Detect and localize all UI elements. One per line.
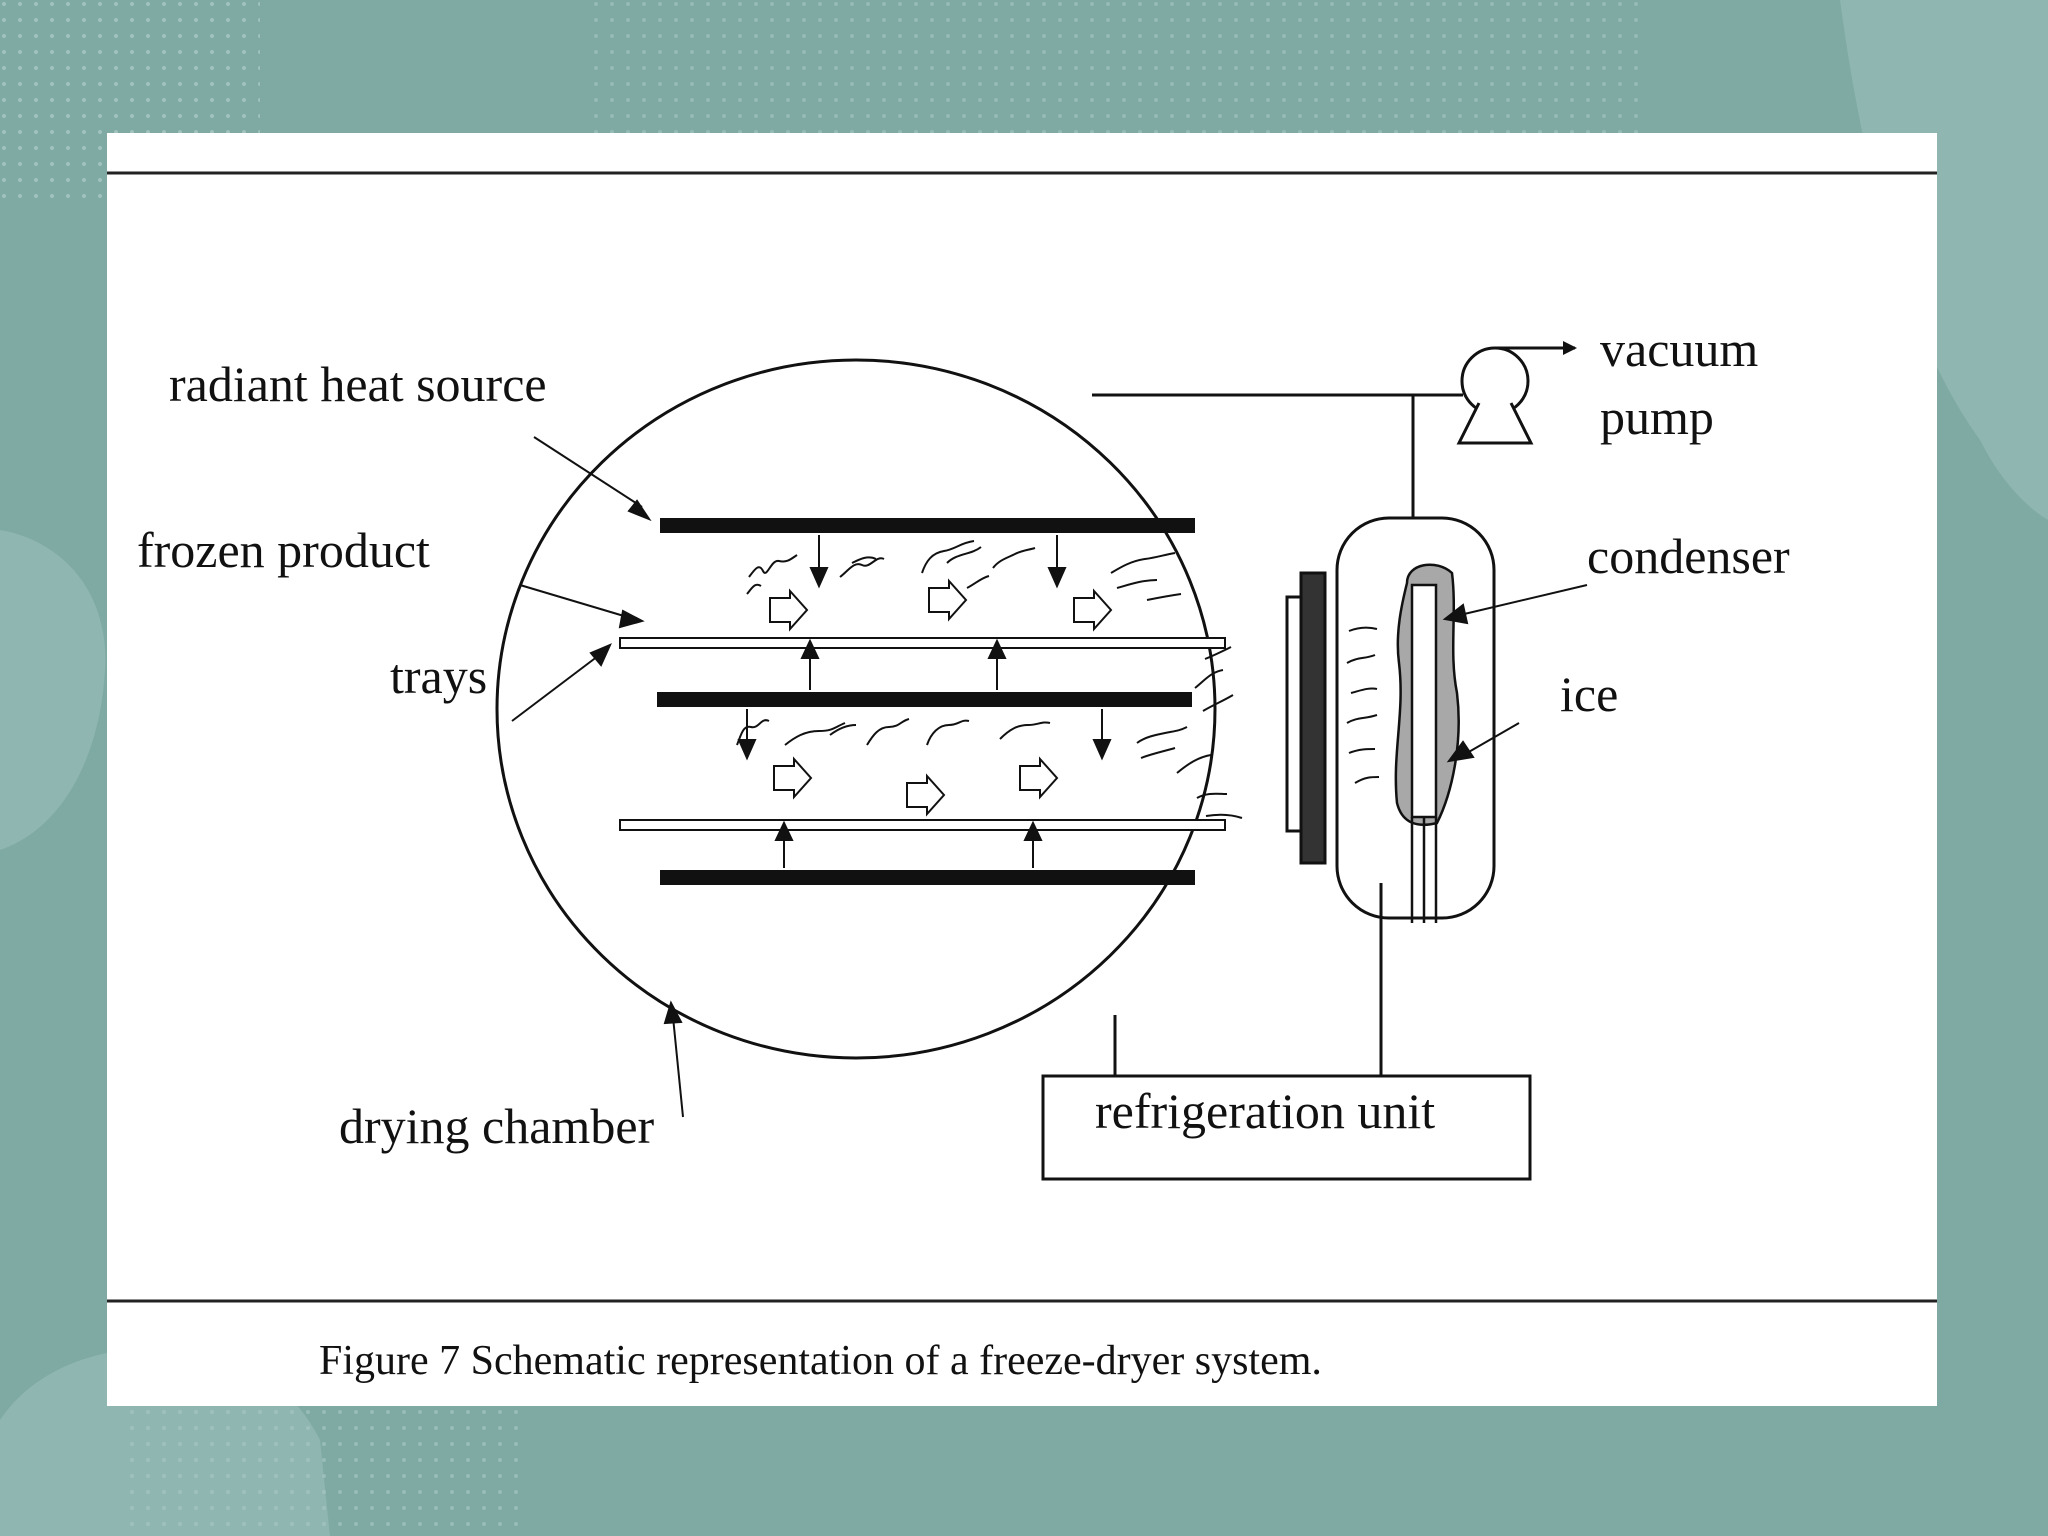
heat-arrows-up: [774, 638, 1043, 868]
label-radiant-heat-source: radiant heat source: [169, 356, 547, 412]
condenser-pipes: [1410, 817, 1438, 923]
vapour-lines: [736, 540, 1243, 819]
heat-plate-bottom: [660, 870, 1195, 885]
background-blob-left: [0, 530, 106, 850]
refrigeration-unit-box: [1041, 1074, 1532, 1181]
label-pump: pump: [1600, 389, 1714, 445]
label-vacuum: vacuum: [1600, 321, 1758, 377]
label-drying-chamber: drying chamber: [339, 1098, 655, 1154]
figure-caption: Figure 7 Schematic representation of a f…: [319, 1338, 1322, 1384]
tray-upper: [619, 637, 1226, 649]
dot-pattern-bottom-left: [130, 1410, 530, 1536]
condenser-coil: [1410, 583, 1438, 819]
dot-pattern-top-center: [590, 0, 1650, 135]
vapour-block-arrows: [769, 578, 1113, 817]
heat-arrows-down: [737, 535, 1112, 761]
vacuum-piping: [1092, 393, 1463, 518]
heat-plate-top: [660, 518, 1195, 533]
label-leaders: [511, 436, 1588, 1118]
label-trays: trays: [390, 648, 487, 704]
tray-lower: [619, 819, 1226, 831]
figure-card: radiant heat source frozen product trays…: [107, 133, 1937, 1406]
vacuum-pump-base: [1456, 402, 1534, 445]
label-ice: ice: [1560, 666, 1618, 722]
label-refrigeration-unit: refrigeration unit: [1095, 1083, 1435, 1139]
background-blob-top-right: [1840, 0, 2048, 520]
chamber-door-flange: [1285, 595, 1303, 833]
chamber-door-seal: [1299, 571, 1327, 865]
label-condenser: condenser: [1587, 528, 1790, 584]
drying-chamber: [495, 358, 1217, 1060]
freeze-dryer-diagram: radiant heat source frozen product trays…: [107, 171, 1937, 1384]
condenser-vapour-lines: [1346, 626, 1380, 784]
heat-plate-middle: [657, 692, 1192, 707]
label-frozen-product: frozen product: [137, 522, 430, 578]
